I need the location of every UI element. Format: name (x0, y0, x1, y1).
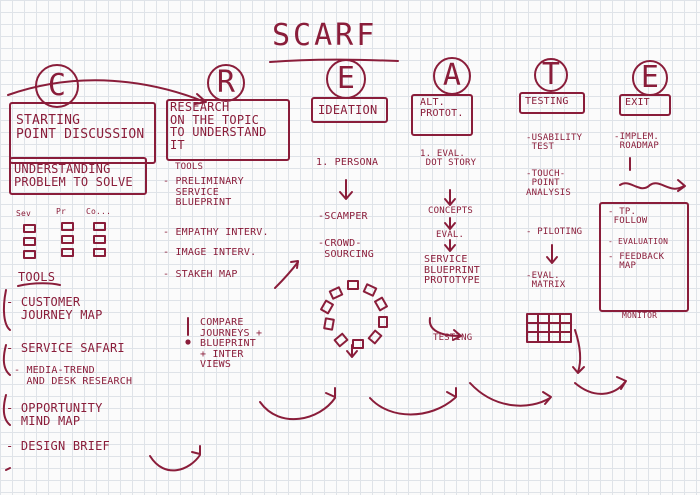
box-exit (619, 94, 671, 116)
r-item-blueprint: - PRELIMINARY SERVICE BLUEPRINT (163, 176, 244, 208)
box-exit-followup (599, 202, 689, 312)
arrow-loop-2 (259, 397, 336, 421)
c-tools-label: TOOLS (18, 270, 56, 284)
a-item-testing: TESTING (433, 333, 473, 343)
t-item-eval-matrix: -EVAL. MATRIX (526, 271, 566, 291)
c-grid-label-co: Co... (86, 207, 112, 216)
r-subheader-tools: TOOLS (175, 162, 204, 172)
r-header: RESEARCH ON THE TOPIC TO UNDERSTAND IT (170, 100, 267, 152)
c-item-opportunity: - OPPORTUNITY MIND MAP (6, 401, 103, 428)
box-starting-point (9, 102, 156, 164)
a-item-concepts: CONCEPTS (428, 206, 473, 216)
a-item-blueprint-prototype: SERVICE BLUEPRINT PROTOTYPE (424, 254, 480, 286)
a-item-eval: EVAL. (436, 230, 465, 240)
letter-c: C (47, 68, 67, 103)
box-research (166, 99, 290, 161)
e1-header: IDEATION (318, 103, 378, 117)
crowdsourcing-ring (320, 280, 388, 349)
arrow-loop-5 (574, 381, 626, 395)
letter-e1: E (336, 61, 356, 96)
eval-matrix-grid (526, 313, 572, 343)
page-title: SCARF (272, 18, 378, 53)
a-header: ALT. PROTOT. (420, 97, 464, 119)
arrow-loop-1 (149, 454, 201, 472)
e2-header: EXIT (625, 97, 650, 108)
e2-item-monitor: MONITOR (622, 311, 658, 320)
letter-a: A (442, 58, 462, 93)
box-testing (519, 92, 585, 114)
c-item-design-brief: - DESIGN BRIEF (6, 439, 110, 453)
c-item-service-safari: - SERVICE SAFARI (6, 341, 125, 355)
e1-item-scamper: -SCAMPER (318, 211, 368, 222)
letter-r: R (216, 65, 236, 100)
circle-c (35, 64, 79, 108)
r-item-image: - IMAGE INTERV. (163, 247, 257, 258)
e2-item-roadmap: -IMPLEM. ROADMAP (614, 132, 659, 152)
c-header: STARTING POINT DISCUSSION (16, 113, 145, 142)
e1-item-persona: 1. PERSONA (316, 157, 379, 168)
e2-item-feedback-map: - FEEDBACK MAP (608, 252, 665, 272)
box-understanding (9, 157, 147, 195)
t-item-usability: -USABILITY TEST (526, 133, 583, 153)
c-item-journey-map: - CUSTOMER JOURNEY MAP (6, 295, 103, 322)
r-item-empathy: - EMPATHY INTERV. (163, 227, 269, 238)
e2-item-evaluation: - EVALUATION (608, 237, 669, 246)
e1-item-crowdsourcing: -CROWD- SOURCING (318, 238, 374, 260)
box-ideation (311, 97, 388, 123)
a-item-eval-dot-story: 1. EVAL. DOT STORY (420, 149, 477, 169)
title-underline (269, 58, 399, 63)
box-alt-protot (411, 94, 473, 136)
letter-e2: E (640, 60, 660, 95)
arrow-loop-4 (469, 382, 551, 407)
arrow-loop-3 (369, 397, 456, 416)
c-item-media-trend: - MEDIA-TREND AND DESK RESEARCH (14, 365, 133, 387)
r-note-compare: COMPARE JOURNEYS + BLUEPRINT + INTER VIE… (200, 317, 263, 370)
r-item-stakeholder-map: - STAKEH MAP (163, 269, 238, 280)
letter-t: T (541, 57, 561, 92)
c-subheader: UNDERSTANDING PROBLEM TO SOLVE (14, 162, 133, 189)
t-item-piloting: - PILOTING (526, 227, 583, 237)
c-grid-label-sev: Sev (16, 209, 32, 218)
e2-item-tp-follow: - TP. FOLLOW (608, 207, 648, 227)
t-header: TESTING (525, 96, 569, 107)
circle-t (534, 58, 568, 92)
t-item-touchpoint: -TOUCH- POINT ANALYSIS (526, 169, 571, 198)
arrow-c-to-r (7, 79, 206, 103)
c-grid-label-pr: Pr (56, 207, 67, 216)
